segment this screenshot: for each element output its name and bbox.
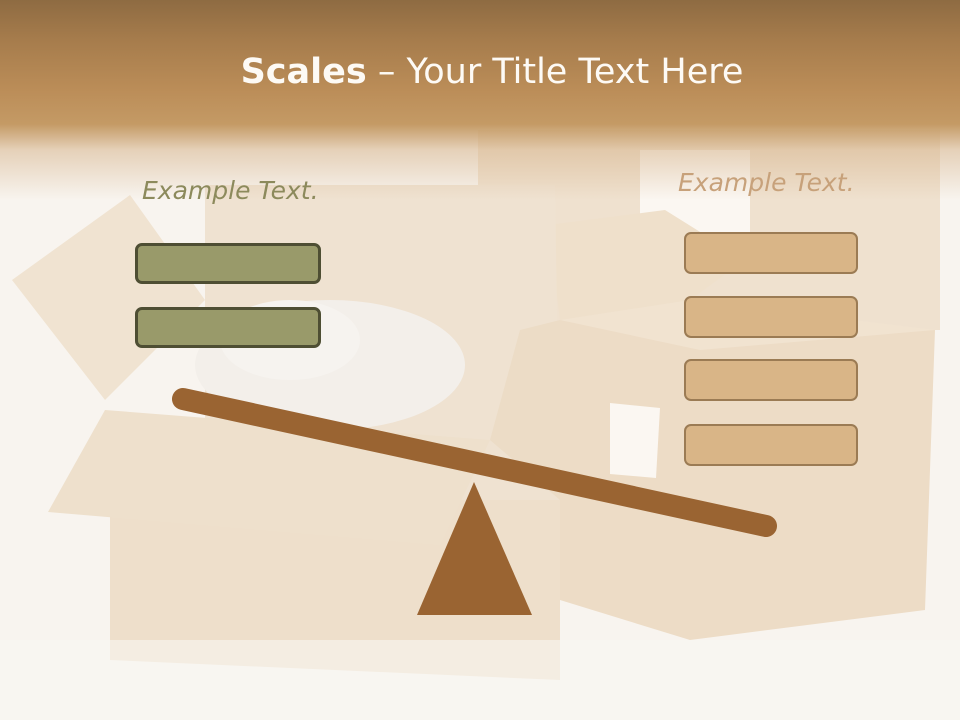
right-box-2 <box>684 296 858 338</box>
right-box-4 <box>684 424 858 466</box>
scale-fulcrum <box>417 482 532 615</box>
right-box-1 <box>684 232 858 274</box>
title-rest: – Your Title Text Here <box>366 52 744 92</box>
right-box-3 <box>684 359 858 401</box>
slide-title: Scales – Your Title Text Here <box>0 52 960 92</box>
left-box-2 <box>135 307 321 348</box>
title-bold: Scales <box>240 52 367 92</box>
left-example-text: Example Text. <box>142 176 319 205</box>
right-example-text: Example Text. <box>678 168 855 197</box>
header-band <box>0 0 960 200</box>
scale-beam <box>172 388 777 537</box>
left-box-1 <box>135 243 321 284</box>
